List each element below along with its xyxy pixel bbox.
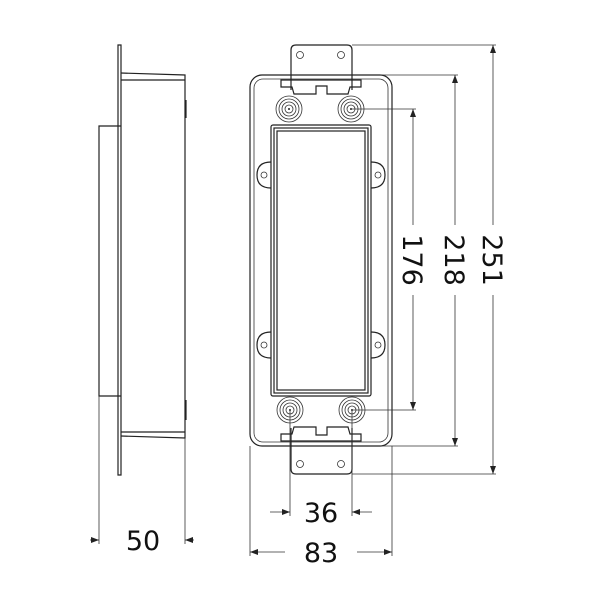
dimension-lines <box>90 44 496 556</box>
dim-height-overall: 251 <box>476 234 507 286</box>
screw-bosses <box>275 95 366 424</box>
mounting-ears <box>256 161 386 359</box>
dimension-labels: 50 36 83 176 218 251 <box>126 234 507 569</box>
side-view <box>98 44 187 476</box>
dim-width-overall: 83 <box>304 538 338 569</box>
dim-height-screws: 176 <box>396 234 427 286</box>
dim-height-plate: 218 <box>438 234 469 286</box>
dim-width-screws: 36 <box>304 498 338 529</box>
dim-depth: 50 <box>126 526 160 557</box>
